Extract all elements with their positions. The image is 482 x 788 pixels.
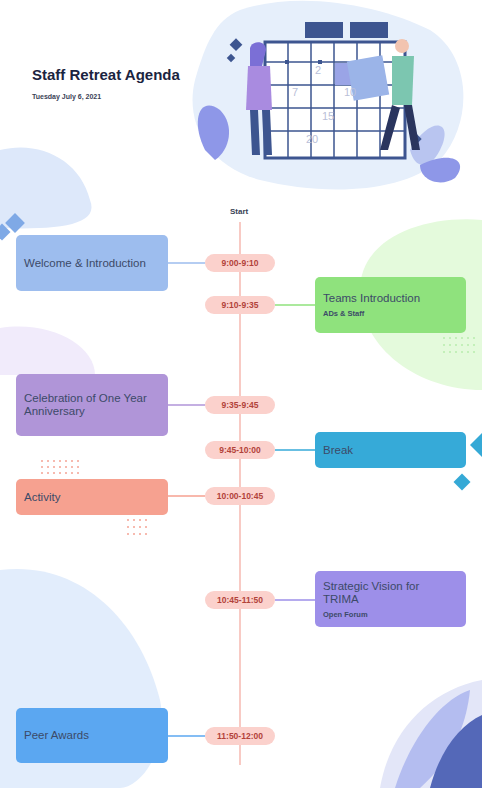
time-text: 9:35-9:45: [222, 400, 259, 410]
item-title: Break: [323, 444, 458, 457]
calendar-tab: [305, 22, 343, 38]
connector-stroke: [168, 262, 205, 264]
time-pill: 9:00-9:10: [205, 254, 275, 272]
connector-stroke: [168, 735, 205, 737]
time-pill: 9:35-9:45: [205, 396, 275, 414]
agenda-title: Staff Retreat Agenda: [32, 66, 180, 83]
time-pill: 9:10-9:35: [205, 296, 275, 314]
corner-leaf: [430, 715, 482, 788]
calendar-number: 2: [315, 64, 321, 76]
item-title: Welcome & Introduction: [24, 257, 160, 270]
agenda-box: Activity: [16, 479, 168, 515]
time-pill: 10:45-11:50: [205, 591, 275, 609]
calendar-dot: [318, 60, 322, 64]
person-body: [246, 66, 272, 110]
diamond: [470, 433, 482, 457]
date-label: Tuesday July 6, 2021: [32, 93, 101, 100]
calendar-number: 10: [344, 86, 356, 98]
agenda-box: Welcome & Introduction: [16, 235, 168, 291]
calendar-number: 20: [306, 133, 318, 145]
connector-line: [168, 405, 205, 406]
person-hair: [250, 42, 266, 66]
time-text: 9:45-10:00: [219, 445, 261, 455]
side-blob: [0, 326, 95, 375]
diamond: [0, 224, 10, 241]
header-blob: [193, 1, 464, 190]
time-text: 10:00-10:45: [217, 491, 263, 501]
diamond: [454, 474, 471, 491]
connector-stroke: [275, 449, 315, 451]
calendar-tab: [350, 22, 388, 38]
time-pill: 10:00-10:45: [205, 487, 275, 505]
dot-grid: [443, 337, 475, 353]
corner-blob: [380, 680, 482, 788]
time-text: 9:10-9:35: [222, 300, 259, 310]
timeline-start: Start: [230, 207, 248, 216]
diamond: [230, 38, 243, 51]
time-pill: 11:50-12:00: [205, 727, 275, 745]
agenda-box: Strategic Vision for TRIMA Open Forum: [315, 571, 466, 627]
connector-line: [275, 450, 315, 451]
calendar-dot: [285, 60, 289, 64]
connector-line: [168, 263, 205, 264]
person-body: [392, 56, 414, 105]
connector-stroke: [168, 404, 205, 406]
item-subtitle: Open Forum: [323, 610, 458, 619]
person-legs: [380, 105, 420, 150]
time-text: 9:00-9:10: [222, 258, 259, 268]
agenda-box: Break: [315, 432, 466, 468]
item-title: Activity: [24, 491, 160, 504]
connector-stroke: [168, 495, 205, 497]
connector-line: [275, 600, 315, 601]
leaf: [198, 106, 229, 160]
calendar-number: 7: [292, 86, 298, 98]
item-title: Peer Awards: [24, 729, 160, 742]
connector-line: [275, 305, 315, 306]
item-title: Teams Introduction: [323, 292, 458, 305]
agenda-box: Teams IntroductionADs & Staff: [315, 277, 466, 333]
person-legs: [250, 110, 272, 155]
time-pill: 9:45-10:00: [205, 441, 275, 459]
connector-stroke: [275, 304, 315, 306]
calendar-number: 15: [322, 110, 334, 122]
time-text: 10:45-11:50: [217, 595, 263, 605]
connector-line: [168, 496, 205, 497]
diamond: [227, 54, 235, 62]
person-head: [395, 39, 409, 53]
agenda-box: Peer Awards: [16, 708, 168, 763]
connector-line: [168, 736, 205, 737]
item-subtitle: ADs & Staff: [323, 309, 458, 318]
connector-stroke: [275, 599, 315, 601]
time-text: 11:50-12:00: [217, 731, 263, 741]
agenda-box: Celebration of One Year Anniversary: [16, 374, 168, 436]
leaf: [420, 158, 460, 183]
item-title: Celebration of One Year Anniversary: [24, 392, 160, 418]
item-title: Strategic Vision for TRIMA: [323, 580, 458, 606]
